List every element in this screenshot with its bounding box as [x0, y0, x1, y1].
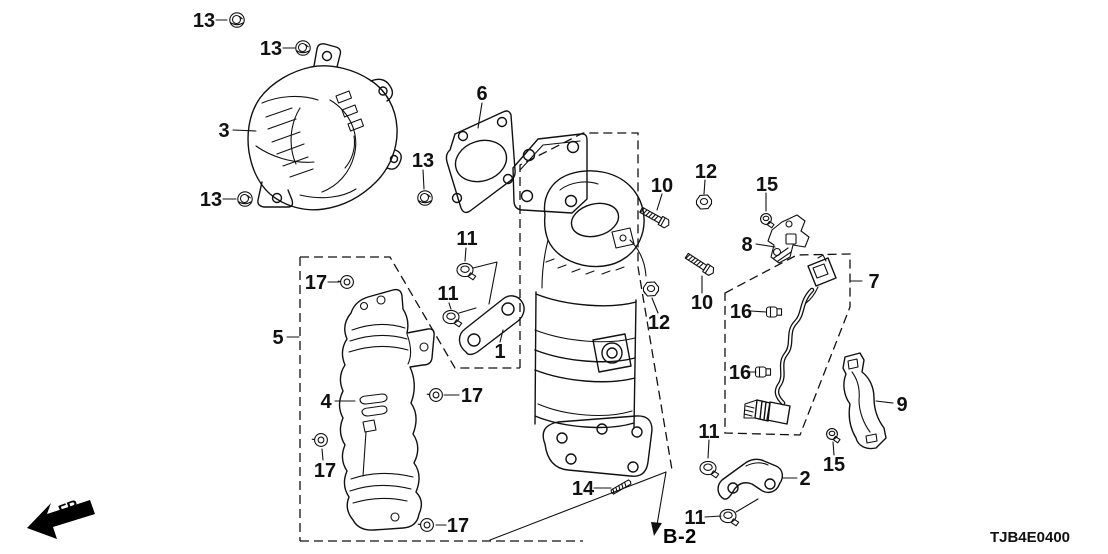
nut-17-glyph	[417, 518, 434, 532]
callout-14[interactable]: 14	[572, 478, 595, 500]
callout-9[interactable]: 9	[896, 394, 907, 416]
front-direction-indicator: FR.	[27, 495, 95, 539]
arrowhead	[651, 522, 662, 536]
callout-2[interactable]: 2	[799, 468, 810, 490]
callout-labels: 13 13 3 13 13 6 11 11 1 5 17 4 17 17 17 …	[193, 10, 908, 537]
part-9-stay	[842, 352, 887, 450]
nut-13-glyph	[237, 191, 253, 207]
callout-11[interactable]: 11	[698, 421, 719, 443]
callout-6[interactable]: 6	[476, 83, 487, 105]
callout-16[interactable]: 16	[730, 301, 752, 323]
nut-13-glyph	[295, 40, 311, 56]
callout-8[interactable]: 8	[741, 234, 752, 256]
callout-13[interactable]: 13	[260, 38, 282, 60]
callout-12[interactable]: 12	[648, 312, 670, 334]
nut-13-glyph	[229, 12, 245, 28]
callout-7[interactable]: 7	[868, 271, 879, 293]
callout-11[interactable]: 11	[437, 283, 458, 305]
nut-17-glyph	[311, 433, 328, 447]
callout-17[interactable]: 17	[305, 272, 327, 294]
screw-15-glyph	[760, 213, 775, 229]
callout-17[interactable]: 17	[461, 385, 483, 407]
dashed-region-part7	[724, 253, 851, 436]
callout-13[interactable]: 13	[200, 189, 222, 211]
section-ref-arrow	[489, 471, 667, 541]
nut-12-glyph	[695, 194, 713, 210]
section-ref-label[interactable]: B-2	[663, 526, 697, 548]
callout-1[interactable]: 1	[494, 341, 505, 363]
clip-16-glyph	[765, 306, 783, 318]
dashed-region-converter	[519, 132, 673, 471]
converter-assembly	[512, 133, 653, 477]
fr-arrow-icon	[27, 500, 95, 539]
callout-5[interactable]: 5	[272, 327, 283, 349]
part-6-gasket	[445, 110, 516, 214]
callout-10[interactable]: 10	[691, 292, 713, 314]
dashed-region-part5	[299, 256, 583, 542]
callout-13[interactable]: 13	[193, 10, 215, 32]
part-1-bracket	[458, 295, 525, 356]
callout-3[interactable]: 3	[218, 120, 229, 142]
bolt-10-glyph	[683, 251, 717, 278]
leader-lines	[215, 19, 894, 526]
clip-16-glyph	[754, 366, 772, 378]
callout-11[interactable]: 11	[684, 507, 705, 529]
part-8-bracket	[767, 214, 810, 264]
nut-17-glyph	[426, 388, 443, 402]
callout-17[interactable]: 17	[314, 460, 336, 482]
part-4-lower-cover	[338, 288, 435, 531]
diagram-code: TJB4E0400	[990, 529, 1070, 546]
callout-15[interactable]: 15	[823, 454, 845, 476]
callout-10[interactable]: 10	[651, 175, 673, 197]
callout-15[interactable]: 15	[756, 174, 778, 196]
nut-12-glyph	[642, 281, 660, 297]
part-7-oxygen-sensor	[743, 254, 837, 425]
bolt-11-glyph	[699, 460, 720, 479]
callout-12[interactable]: 12	[695, 161, 717, 183]
callout-17[interactable]: 17	[447, 515, 469, 537]
nut-13-glyph	[417, 190, 433, 206]
callout-16[interactable]: 16	[729, 362, 751, 384]
part-2-bracket	[717, 458, 784, 500]
bolt-11-glyph	[456, 262, 477, 281]
callout-11[interactable]: 11	[456, 228, 477, 250]
nut-17-glyph	[337, 275, 354, 289]
callout-13[interactable]: 13	[412, 150, 434, 172]
screw-15-glyph	[826, 428, 841, 444]
callout-4[interactable]: 4	[320, 391, 332, 413]
part-3-converter-cover	[247, 43, 402, 211]
